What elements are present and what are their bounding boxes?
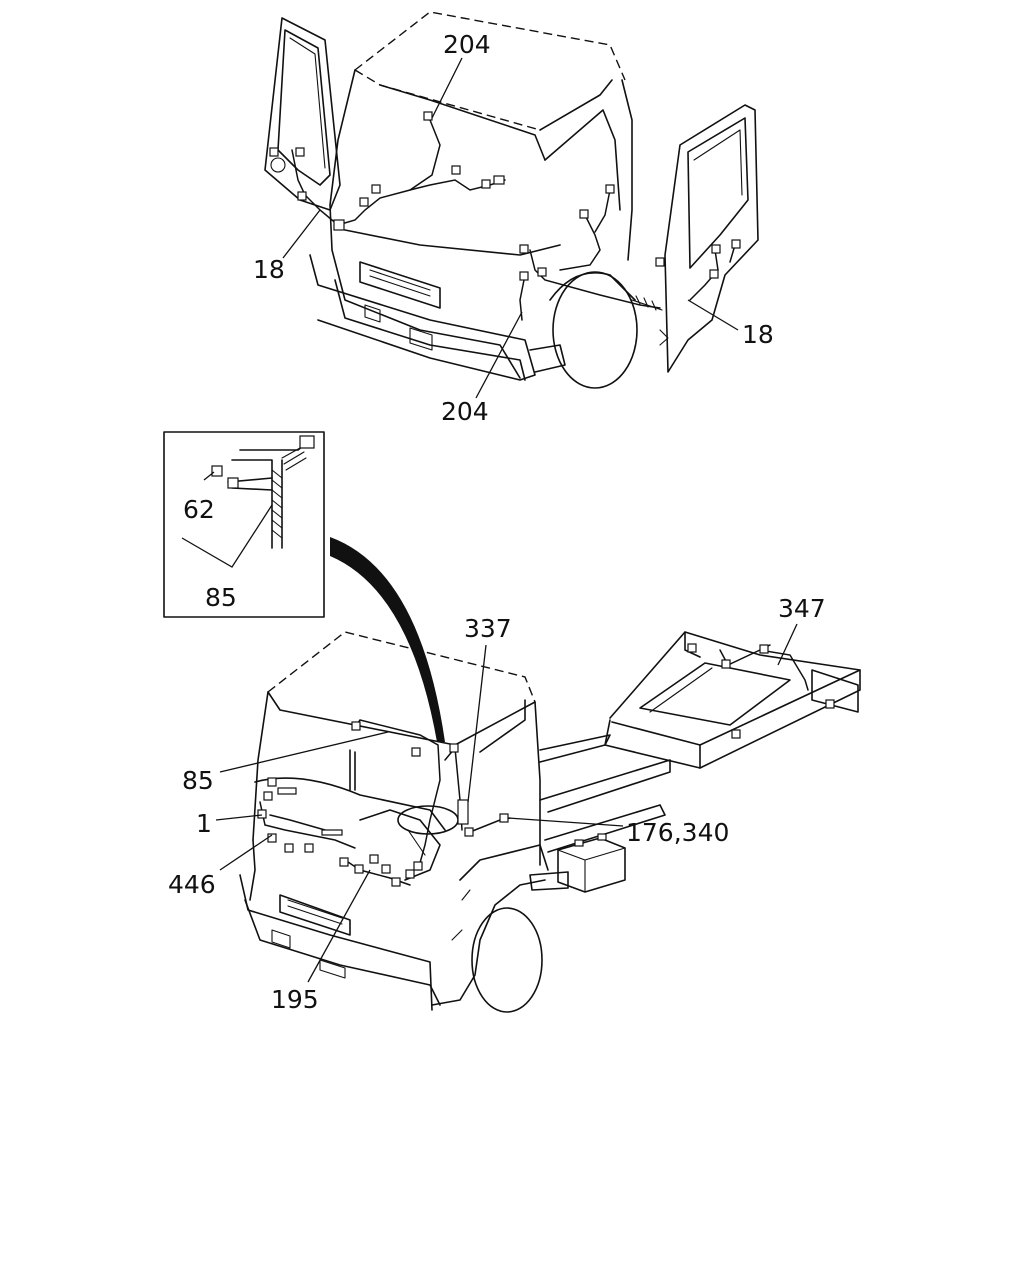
callout-85-inset: 85 [205,583,237,612]
top-cab-illustration [264,11,759,389]
callout-347: 347 [778,594,826,623]
callout-85-main: 85 [182,766,214,795]
bottom-cab-illustration [239,631,861,1013]
bottom-leader-lines [215,623,798,983]
callout-446: 446 [168,870,216,899]
callout-1: 1 [196,809,212,838]
callout-204-lower: 204 [441,397,489,426]
top-leader-lines [282,57,739,399]
callout-195: 195 [271,985,319,1014]
callout-337: 337 [464,614,512,643]
detail-inset [163,431,325,618]
callout-176-340: 176,340 [626,818,729,847]
callout-18-right: 18 [742,320,774,349]
callout-62: 62 [183,495,215,524]
callout-204-upper: 204 [443,30,491,59]
callout-18-left: 18 [253,255,285,284]
detail-pointer-arrow [330,537,445,742]
